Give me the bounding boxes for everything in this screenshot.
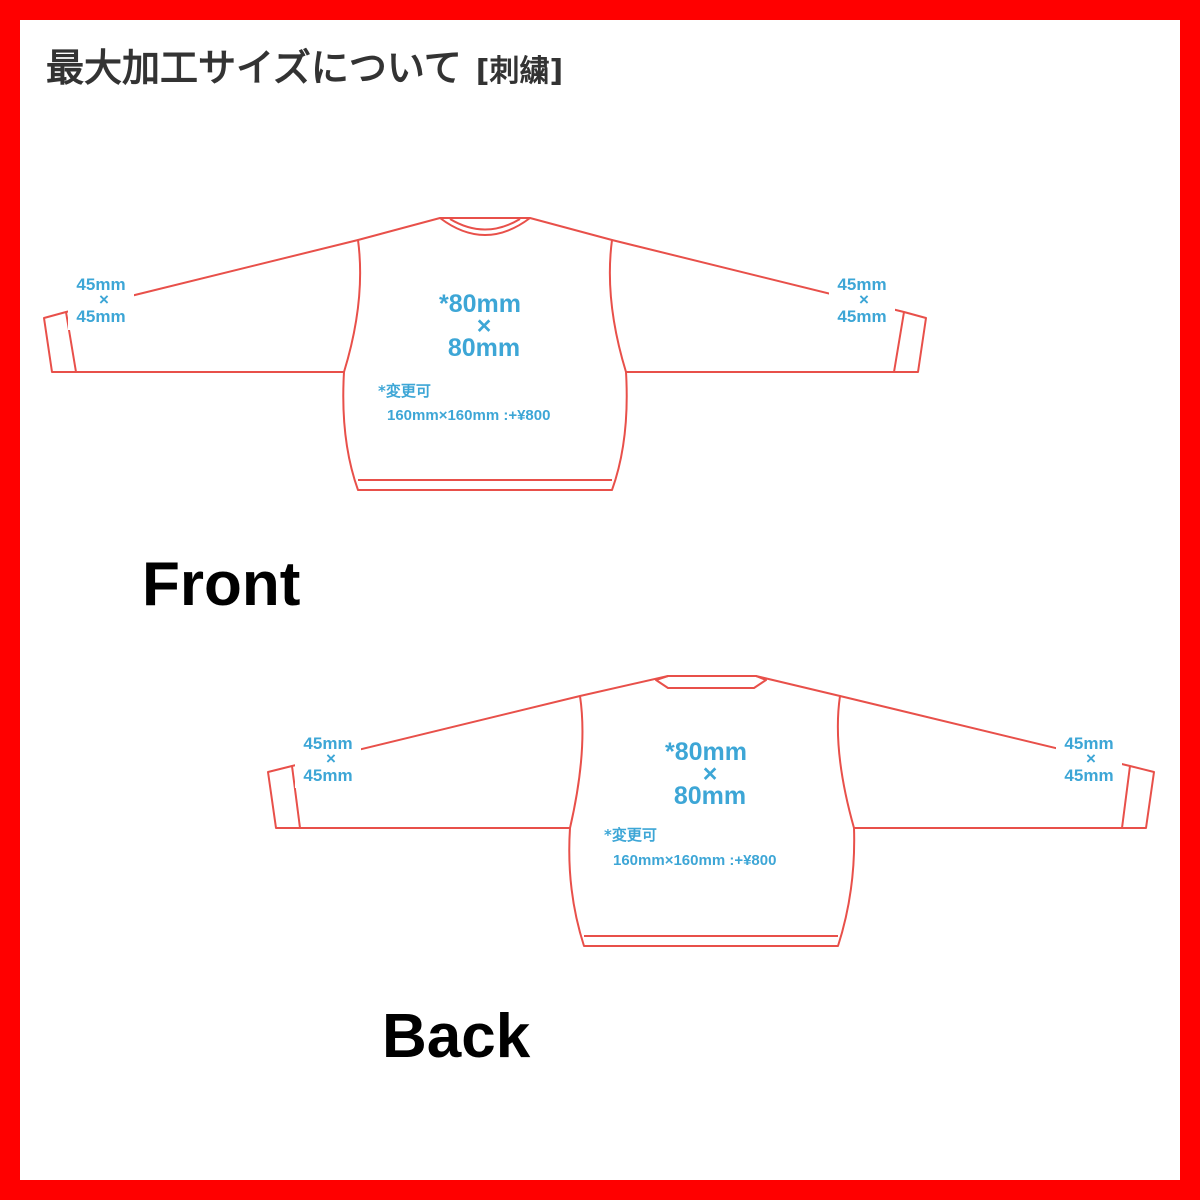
front-body-outline [342,217,628,491]
front-collar-inner [449,218,521,231]
front-left-sleeve-width: 45mm [76,275,125,294]
page-title-tag: [刺繍] [475,54,564,89]
front-right-sleeve-width: 45mm [837,275,886,294]
back-right-sleeve-label-box [1056,730,1122,788]
page-title-text: 最大加工サイズについて [46,46,462,90]
front-right-sleeve-label-box [829,272,895,330]
front-left-sleeve-label-box [68,272,134,330]
front-left-cuff-line [65,311,77,373]
back-left-sleeve-times: × [326,749,336,768]
back-view-label: Back [382,1002,531,1071]
front-right-cuff-line [893,311,905,373]
back-chest-times: × [703,760,718,788]
back-left-sleeve-height: 45mm [303,766,352,785]
front-view-label: Front [142,550,301,619]
back-chest-height: 80mm [674,782,746,810]
back-note-title: *変更可 [604,826,657,844]
page-title: 最大加工サイズについて [刺繍] [46,44,563,96]
back-collar [655,675,767,689]
front-note-detail: 160mm×160mm :+¥800 [387,407,550,424]
back-left-cuff-line [291,765,301,829]
back-left-sleeve-label-box [295,730,361,788]
back-right-sleeve-times: × [1086,749,1096,768]
back-right-cuff-line [1121,765,1131,829]
front-note-title: *変更可 [378,382,431,400]
back-sweatshirt: 45mm × 45mm 45mm × 45mm *80mm × 80mm *変更… [267,675,1155,947]
back-chest-label-box [666,738,754,810]
front-sweatshirt: 45mm × 45mm 45mm × 45mm *80mm × 80mm *変更… [43,217,927,491]
front-left-sleeve-times: × [99,290,109,309]
front-right-sleeve-times: × [859,290,869,309]
front-right-sleeve-height: 45mm [837,307,886,326]
front-collar [439,217,531,236]
front-left-sleeve-height: 45mm [76,307,125,326]
front-chest-label-box [440,290,528,362]
front-chest-times: × [477,312,492,340]
back-body-outline [568,675,856,947]
back-left-sleeve-width: 45mm [303,734,352,753]
back-note-detail: 160mm×160mm :+¥800 [613,852,776,869]
back-right-sleeve-width: 45mm [1064,734,1113,753]
front-chest-width: *80mm [439,290,521,318]
front-chest-height: 80mm [448,334,520,362]
back-right-sleeve-height: 45mm [1064,766,1113,785]
back-chest-width: *80mm [665,738,747,766]
